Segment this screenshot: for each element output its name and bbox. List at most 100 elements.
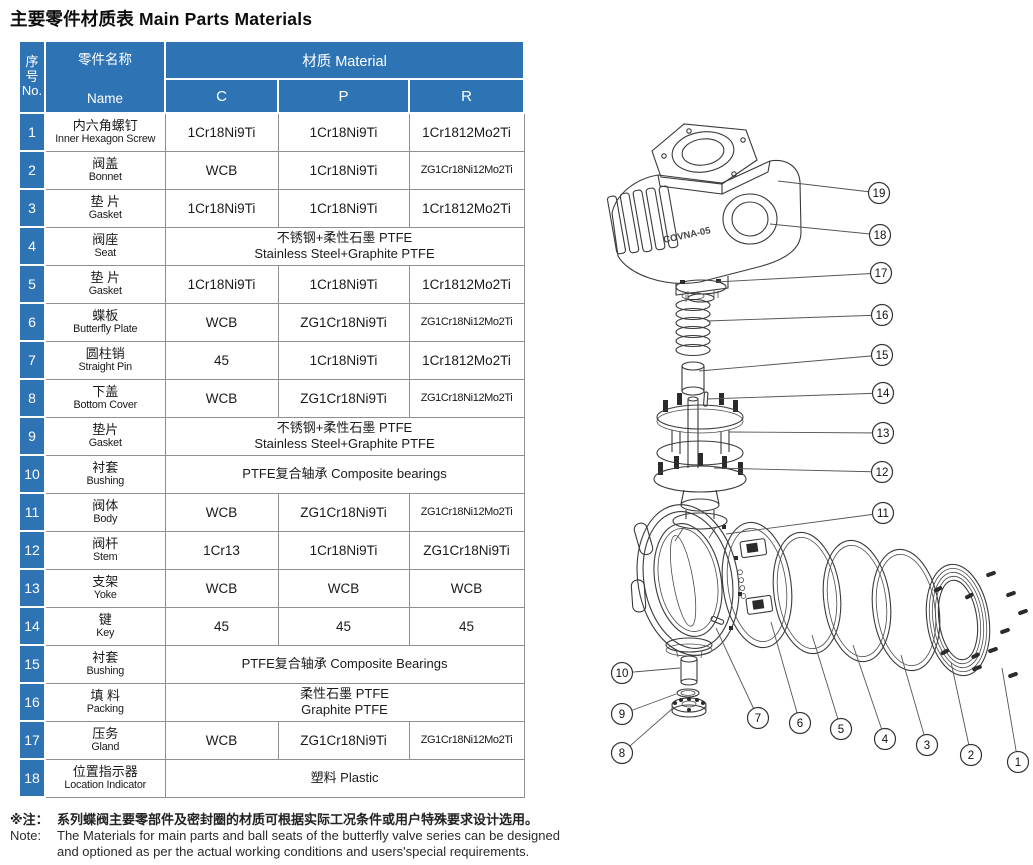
note-cn-label: ※注： — [10, 812, 49, 827]
part-name-cn: 位置指示器 — [72, 763, 138, 779]
note-en-text-1: The Materials for main parts and ball se… — [57, 827, 560, 843]
callout-number-1: 1 — [1015, 757, 1021, 769]
callout-circle-11 — [871, 501, 895, 525]
row-number: 17 — [18, 720, 46, 760]
material-cell: 1Cr18Ni9Ti — [164, 112, 279, 152]
callout-leader-7 — [715, 627, 759, 719]
part-name-en: Gasket — [88, 284, 122, 297]
part-name-en: Body — [93, 512, 118, 525]
row-number: 3 — [18, 188, 46, 228]
material-cell: WCB — [164, 150, 279, 190]
callout-leader-13 — [728, 431, 884, 434]
callout-leader-3 — [900, 654, 928, 746]
material-span-line: 不锈钢+柔性石墨 PTFE — [276, 229, 413, 245]
valve-body-drawing — [630, 504, 742, 659]
callout-circle-5 — [829, 717, 853, 741]
part-name-en: Packing — [86, 702, 124, 715]
footnote: ※注： 系列蝶阀主要零部件及密封圈的材质可根据实际工况条件或用户特殊要求设计选用… — [10, 812, 570, 860]
row-number: 9 — [18, 416, 46, 456]
callout-circle-8 — [610, 741, 634, 765]
callout-leader-16 — [706, 314, 883, 322]
material-cell: WCB — [277, 568, 410, 608]
lower-bushing-drawing — [680, 655, 698, 686]
part-name-cn: 圆柱销 — [85, 345, 125, 361]
row-number: 5 — [18, 264, 46, 304]
material-cell: WCB — [164, 492, 279, 532]
material-span-line: Stainless Steel+Graphite PTFE — [254, 436, 435, 451]
header-name-en: Name — [86, 91, 123, 106]
callout-leader-15 — [698, 354, 883, 372]
callout-leader-4 — [852, 644, 886, 740]
row-number: 11 — [18, 492, 46, 532]
header-col-p: P — [277, 78, 410, 114]
material-cell: 1Cr1812Mo2Ti — [408, 340, 525, 380]
header-name-cn: 零件名称 — [78, 52, 132, 67]
callout-leader-6 — [770, 621, 801, 724]
callout-leader-18 — [769, 223, 881, 236]
material-cell: ZG1Cr18Ni9Ti — [277, 492, 410, 532]
material-cell: ZG1Cr18Ni9Ti — [277, 378, 410, 418]
row-number: 13 — [18, 568, 46, 608]
material-cell: WCB — [164, 568, 279, 608]
material-cell: ZG1Cr18Ni9Ti — [408, 530, 525, 570]
material-span-cell: PTFE复合轴承 Composite Bearings — [164, 644, 525, 684]
part-name-en: Butterfly Plate — [73, 322, 138, 335]
material-cell: WCB — [408, 568, 525, 608]
callout-number-15: 15 — [876, 350, 889, 362]
row-number: 18 — [18, 758, 46, 798]
header-name: 零件名称 Name — [44, 40, 166, 114]
material-cell: ZG1Cr18Ni12Mo2Ti — [408, 150, 525, 190]
part-name-en: Location Indicator — [64, 778, 147, 791]
part-name-en: Yoke — [93, 588, 117, 601]
part-name-cn: 压务 — [92, 725, 119, 741]
note-en-spacer — [10, 844, 57, 860]
exploded-valve-diagram: COVNA-05 — [606, 123, 1030, 774]
header-col-c: C — [164, 78, 279, 114]
callout-number-4: 4 — [882, 734, 889, 746]
header-no-cn: 序号 — [25, 53, 39, 84]
material-cell: 1Cr18Ni9Ti — [164, 264, 279, 304]
part-name-cn: 垫片 — [92, 421, 119, 437]
callout-leader-19 — [777, 180, 880, 194]
callout-leader-14 — [706, 392, 884, 400]
part-name-en: Bushing — [86, 664, 125, 677]
threaded-ring-drawing — [925, 563, 991, 677]
row-number: 15 — [18, 644, 46, 684]
spring-drawing — [675, 292, 711, 357]
callout-circle-15 — [870, 343, 894, 367]
callout-circle-18 — [868, 223, 892, 247]
header-no-en: No. — [21, 83, 43, 99]
callout-number-8: 8 — [619, 748, 625, 760]
callout-number-16: 16 — [876, 310, 889, 322]
part-name-cn: 阀杆 — [92, 535, 119, 551]
bolt-drawings — [972, 570, 1028, 679]
callout-circle-17 — [869, 261, 893, 285]
header-col-r: R — [407, 78, 526, 114]
callout-number-11: 11 — [877, 508, 889, 520]
material-cell: ZG1Cr18Ni9Ti — [277, 720, 410, 760]
gland-drawing — [653, 453, 747, 512]
row-number: 1 — [18, 112, 46, 152]
page-title: 主要零件材质表 Main Parts Materials — [10, 9, 313, 29]
material-span-line: PTFE复合轴承 Composite Bearings — [241, 655, 448, 671]
callout-number-2: 2 — [968, 750, 974, 762]
material-cell: 1Cr18Ni9Ti — [277, 264, 410, 304]
